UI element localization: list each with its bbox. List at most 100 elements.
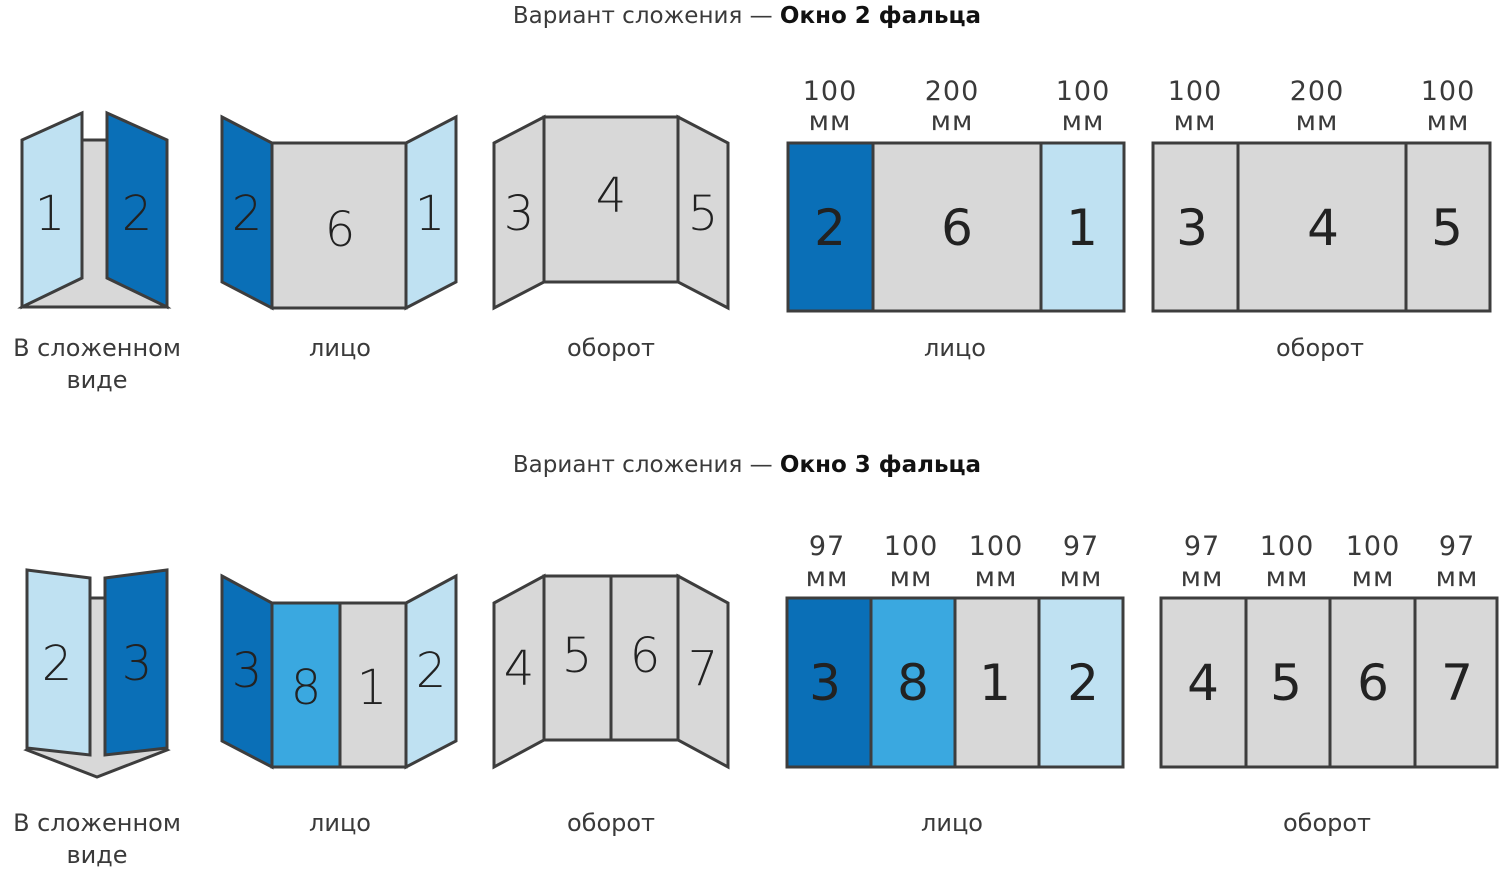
panel-width: 100 xyxy=(803,76,858,107)
panel-number: 1 xyxy=(1066,199,1098,257)
flat-panel xyxy=(1037,596,1125,769)
panel-width-unit: мм xyxy=(1062,106,1105,137)
panel-width-unit: мм xyxy=(806,562,849,593)
open-back-view: 4 5 6 7 xyxy=(492,573,730,770)
open-front-right-panel xyxy=(404,573,458,770)
panel-number: 7 xyxy=(688,641,719,697)
caption-flat-front: лицо xyxy=(924,334,986,362)
panel-width: 100 xyxy=(884,531,939,562)
panel-number: 6 xyxy=(1357,654,1389,712)
panel-number: 3 xyxy=(809,654,841,712)
panel-width: 200 xyxy=(1290,76,1345,107)
panel-width-unit: мм xyxy=(1352,562,1395,593)
panel-number: 4 xyxy=(504,641,535,697)
section-window-3-folds: Вариант сложения — Окно 3 фальца 2 3 В с… xyxy=(13,452,1499,869)
flat-front-layout: 3 8 1 2 97 мм 100 мм 100 мм 97 мм xyxy=(785,531,1125,769)
panel-width: 100 xyxy=(1260,531,1315,562)
folded-view: 2 3 xyxy=(23,568,171,779)
panel-number: 3 xyxy=(504,186,535,242)
panel-width-unit: мм xyxy=(890,562,933,593)
caption-front: лицо xyxy=(309,809,371,837)
panel-number: 1 xyxy=(415,186,446,242)
panel-number: 6 xyxy=(325,202,356,258)
panel-width: 97 xyxy=(1063,531,1099,562)
caption-flat-back: оборот xyxy=(1283,809,1371,837)
folded-left-panel xyxy=(20,110,84,310)
folded-right-panel xyxy=(103,568,169,757)
panel-number: 2 xyxy=(1067,654,1099,712)
folded-view: 1 2 xyxy=(17,110,172,310)
open-front-left-panel xyxy=(220,573,274,770)
flat-panel xyxy=(1159,596,1248,769)
open-back-left-panel xyxy=(492,573,546,770)
flat-panel xyxy=(1039,141,1126,313)
caption-back: оборот xyxy=(567,809,655,837)
flat-panel xyxy=(1413,596,1499,769)
folded-right-panel xyxy=(105,110,169,310)
panel-width: 97 xyxy=(1184,531,1220,562)
panel-width: 100 xyxy=(1346,531,1401,562)
panel-number: 6 xyxy=(941,199,973,257)
panel-width: 97 xyxy=(1439,531,1475,562)
panel-number: 4 xyxy=(596,168,627,224)
panel-number: 6 xyxy=(630,628,661,684)
panel-width-unit: мм xyxy=(931,106,974,137)
open-front-right-panel xyxy=(404,114,458,311)
panel-number: 5 xyxy=(1270,654,1302,712)
panel-width: 100 xyxy=(1168,76,1223,107)
panel-number: 2 xyxy=(814,199,846,257)
panel-number: 3 xyxy=(122,636,153,692)
panel-number: 5 xyxy=(562,628,593,684)
panel-width: 200 xyxy=(925,76,980,107)
panel-number: 2 xyxy=(122,186,153,242)
flat-panel xyxy=(1404,141,1492,313)
caption-flat-back: оборот xyxy=(1276,334,1364,362)
panel-number: 2 xyxy=(232,186,263,242)
panel-width-unit: мм xyxy=(1296,106,1339,137)
panel-width: 100 xyxy=(969,531,1024,562)
caption-folded: В сложенном xyxy=(13,809,181,837)
folded-left-panel xyxy=(25,568,92,757)
panel-width-unit: мм xyxy=(1181,562,1224,593)
section-window-2-folds: Вариант сложения — Окно 2 фальца 1 2 В с… xyxy=(13,3,1492,394)
panel-number: 3 xyxy=(232,643,263,699)
caption-front: лицо xyxy=(309,334,371,362)
flat-panel xyxy=(1236,141,1408,313)
panel-number: 4 xyxy=(1307,199,1339,257)
open-back-left-panel xyxy=(492,114,546,311)
flat-back-layout: 4 5 6 7 97 мм 100 мм 100 мм 97 мм xyxy=(1159,531,1499,769)
flat-back-layout: 3 4 5 100 мм 200 мм 100 мм xyxy=(1151,76,1492,313)
open-front-view: 3 8 1 2 xyxy=(220,573,458,770)
caption-flat-front: лицо xyxy=(921,809,983,837)
panel-number: 8 xyxy=(291,660,322,716)
flat-panel xyxy=(1244,596,1332,769)
flat-panel xyxy=(869,596,957,769)
panel-number: 2 xyxy=(42,636,73,692)
panel-width-unit: мм xyxy=(1060,562,1103,593)
panel-width: 100 xyxy=(1421,76,1476,107)
open-front-left-panel xyxy=(220,114,274,311)
panel-number: 5 xyxy=(688,186,719,242)
panel-width-unit: мм xyxy=(1174,106,1217,137)
flat-front-layout: 2 6 1 100 мм 200 мм 100 мм xyxy=(786,76,1126,313)
section-title: Вариант сложения — Окно 2 фальца xyxy=(513,3,981,29)
section-title: Вариант сложения — Окно 3 фальца xyxy=(513,452,981,478)
panel-width-unit: мм xyxy=(1427,106,1470,137)
panel-number: 2 xyxy=(416,643,447,699)
open-back-view: 3 4 5 xyxy=(492,114,730,311)
panel-width: 97 xyxy=(809,531,845,562)
panel-width-unit: мм xyxy=(975,562,1018,593)
panel-number: 1 xyxy=(35,186,66,242)
caption-folded-line2: виде xyxy=(66,841,127,869)
flat-panel xyxy=(785,596,873,769)
flat-panel xyxy=(1151,141,1240,313)
panel-width-unit: мм xyxy=(809,106,852,137)
panel-number: 8 xyxy=(897,654,929,712)
panel-number: 7 xyxy=(1441,654,1473,712)
flat-panel xyxy=(1328,596,1417,769)
panel-width-unit: мм xyxy=(1266,562,1309,593)
caption-folded-line2: виде xyxy=(66,366,127,394)
panel-number: 3 xyxy=(1176,199,1208,257)
panel-width-unit: мм xyxy=(1436,562,1479,593)
